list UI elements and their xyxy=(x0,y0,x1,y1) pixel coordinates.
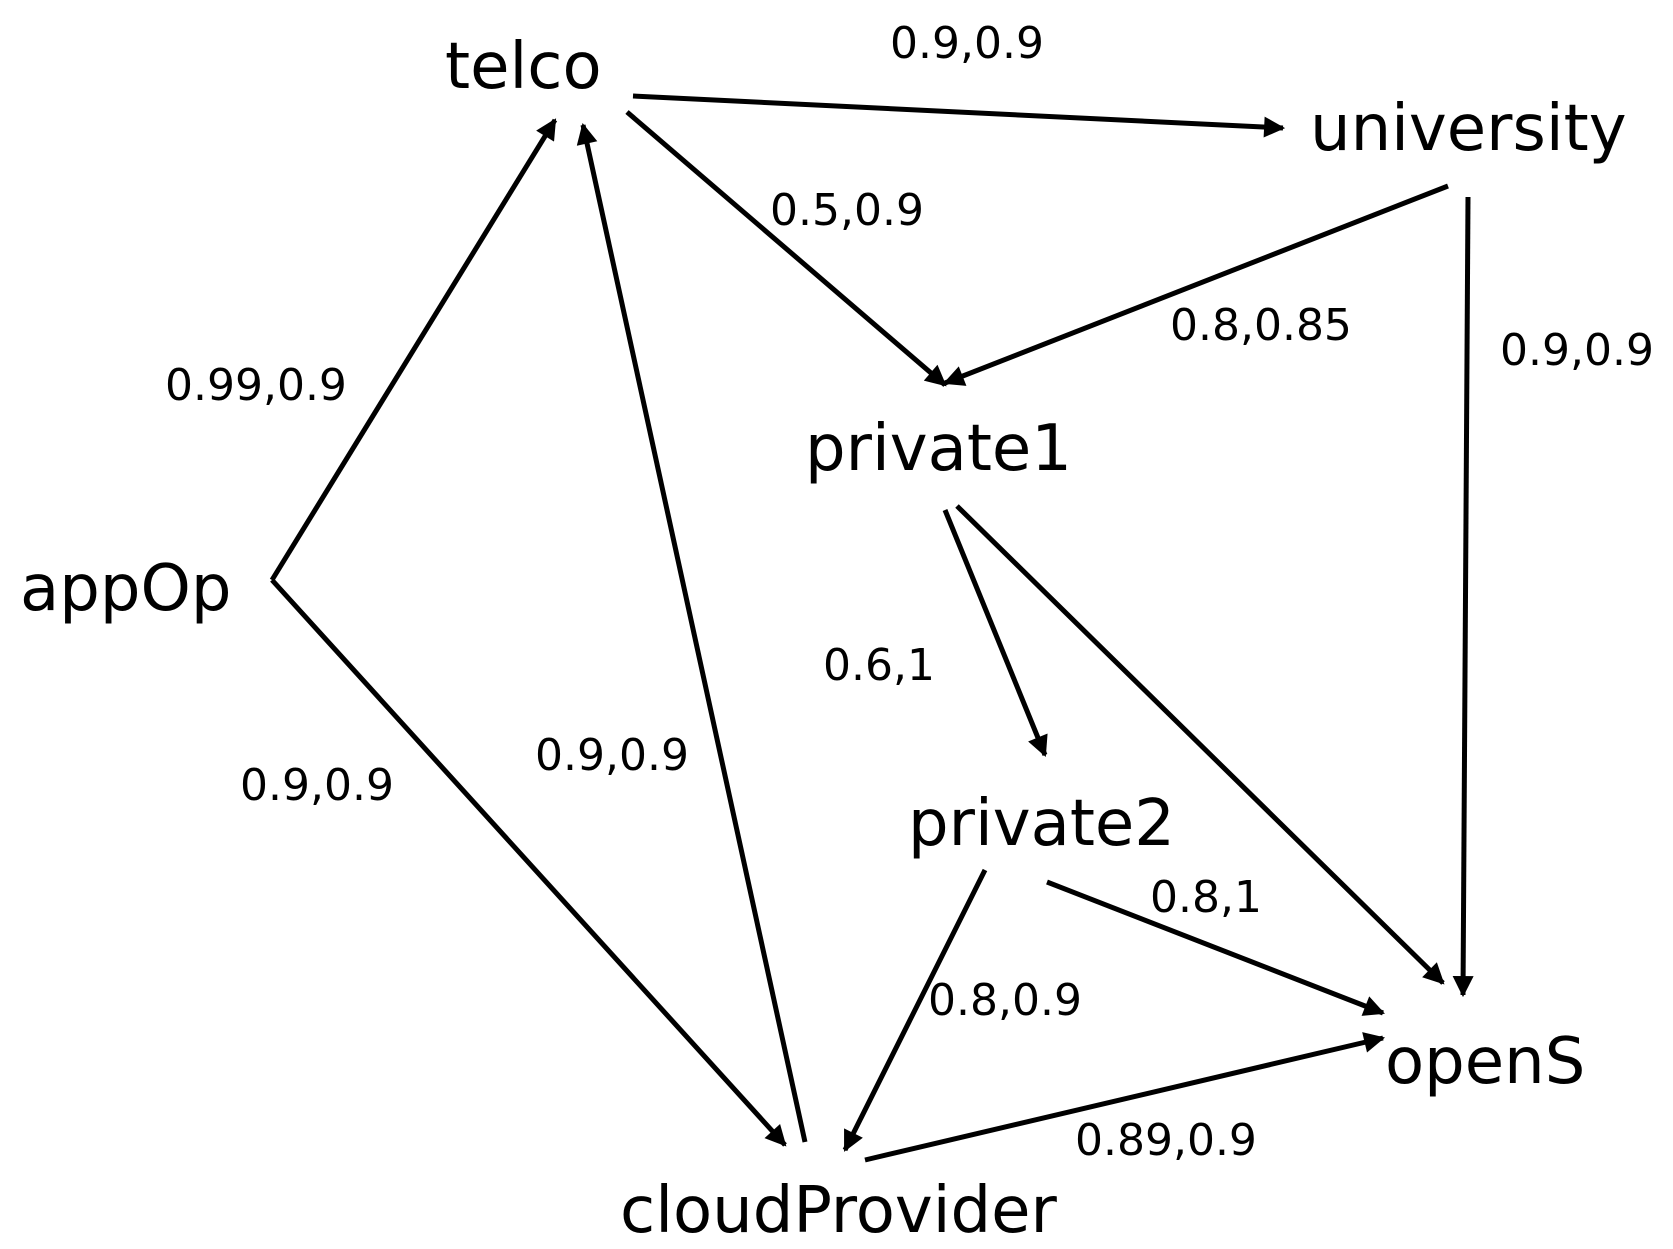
edge-cloudProvider-to-openS xyxy=(864,1032,1386,1163)
edge-label-telco-to-university: 0.9,0.9 xyxy=(890,18,1044,69)
edge-private2-to-openS xyxy=(1046,879,1385,1016)
node-appOp: appOp xyxy=(20,552,231,626)
edge-label-appOp-to-cloudProvider: 0.9,0.9 xyxy=(240,760,394,811)
edge-university-to-private1 xyxy=(943,183,1449,386)
node-university: university xyxy=(1310,92,1627,166)
edge-layer: 0.99,0.9 0.9,0.9 0.9,0.9 0.9,0.9 0.5,0.9 0.8,… xyxy=(165,18,1654,1166)
edge-label-private1-to-private2: 0.6,1 xyxy=(823,640,935,691)
node-telco: telco xyxy=(445,30,602,104)
edge-label-cloudProvider-to-telco: 0.9,0.9 xyxy=(535,730,689,781)
edge-label-appOp-to-telco: 0.99,0.9 xyxy=(165,360,347,411)
edge-private1-to-private2 xyxy=(942,509,1048,757)
edge-appOp-to-cloudProvider xyxy=(270,578,787,1147)
edge-university-to-openS xyxy=(1452,196,1474,998)
edge-label-telco-to-private1: 0.5,0.9 xyxy=(770,185,924,236)
edge-label-university-to-openS: 0.9,0.9 xyxy=(1500,325,1654,376)
edge-appOp-to-telco xyxy=(269,118,558,582)
edge-private1-to-openS xyxy=(955,504,1445,985)
node-private1: private1 xyxy=(805,412,1072,486)
edge-private2-to-cloudProvider xyxy=(842,868,988,1152)
edge-label-university-to-private1: 0.8,0.85 xyxy=(1170,300,1352,351)
edge-label-private2-to-openS: 0.8,1 xyxy=(1150,872,1262,923)
edge-telco-to-private1 xyxy=(625,110,947,387)
edge-label-cloudProvider-to-openS: 0.89,0.9 xyxy=(1075,1115,1257,1166)
edge-cloudProvider-to-telco xyxy=(576,122,808,1143)
edge-label-private2-to-cloudProvider: 0.8,0.9 xyxy=(928,975,1082,1026)
node-layer: appOp telco university private1 private2 clou… xyxy=(20,30,1627,1248)
node-openS: openS xyxy=(1385,1025,1585,1099)
node-private2: private2 xyxy=(908,787,1175,861)
node-cloudProvider: cloudProvider xyxy=(620,1174,1058,1248)
edge-telco-to-university xyxy=(632,93,1286,138)
